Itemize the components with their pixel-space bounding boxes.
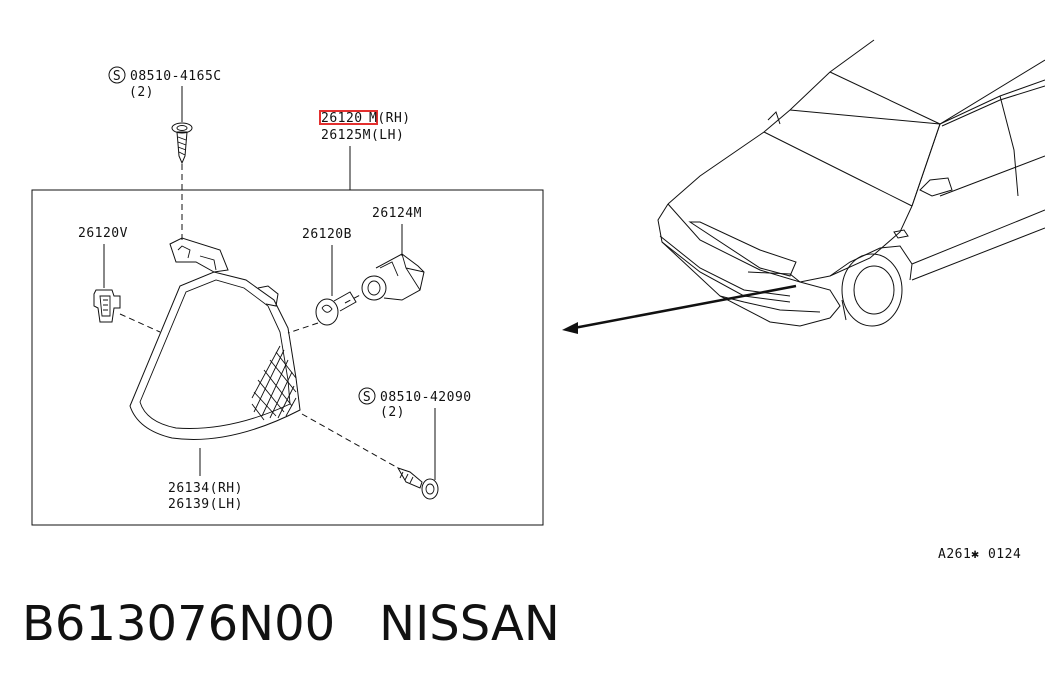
- clip-callout: 26120V: [78, 226, 128, 288]
- clip-dash: [119, 313, 161, 333]
- clip-label: 26120V: [78, 226, 128, 241]
- brand-name: NISSAN: [379, 596, 560, 652]
- screw-top-callout: S 08510-4165C (2): [108, 66, 222, 122]
- bulb-callout: 26120B: [302, 227, 352, 296]
- assembly-frame: [31, 189, 544, 526]
- bulb-label: 26120B: [302, 227, 352, 242]
- s-symbol-letter-2: S: [363, 390, 371, 405]
- screw-top-drawing: [171, 122, 193, 165]
- screw-top-qty: (2): [129, 85, 154, 100]
- lamp-assy-rh-suffix: M(RH): [369, 111, 411, 126]
- lens-lh-label: 26139(LH): [168, 497, 243, 512]
- screw-bottom-code: 08510-42090: [380, 390, 472, 405]
- screw-bottom-drawing: [396, 467, 439, 500]
- lamp-assy-rh-part: 26120: [321, 111, 363, 126]
- bulb-dash: [287, 322, 319, 334]
- lamp-lens-drawing: [129, 237, 301, 440]
- screw-top-code: 08510-4165C: [130, 69, 222, 84]
- s-symbol-icon: [108, 66, 126, 84]
- screw-bottom-qty: (2): [380, 405, 405, 420]
- bulb-drawing: [315, 291, 357, 326]
- socket-label: 26124M: [372, 206, 422, 221]
- s-symbol-letter: S: [113, 69, 121, 84]
- socket-drawing: [361, 253, 425, 301]
- clip-drawing: [93, 289, 121, 323]
- socket-dash: [344, 293, 363, 304]
- car-illustration: [657, 39, 1045, 327]
- location-arrow: [573, 284, 797, 330]
- lens-rh-label: 26134(RH): [168, 481, 243, 496]
- highlight-box: [319, 110, 378, 125]
- lamp-assy-lh: 26125M(LH): [321, 128, 404, 143]
- screw-bottom-dash: [301, 413, 399, 469]
- arrow-head-icon: [562, 322, 578, 334]
- screw-bottom-callout: S 08510-42090 (2): [358, 387, 472, 480]
- reflector-grid: [251, 345, 297, 421]
- socket-callout: 26124M: [372, 206, 422, 256]
- part-number: B613076N00: [22, 596, 336, 652]
- reference-code: A261✱ 0124: [938, 547, 1021, 562]
- footer: B613076N00 NISSAN: [22, 596, 560, 652]
- s-symbol-icon-2: [358, 387, 376, 405]
- lamp-assy-callout: 26120 M(RH) 26125M(LH): [319, 110, 411, 143]
